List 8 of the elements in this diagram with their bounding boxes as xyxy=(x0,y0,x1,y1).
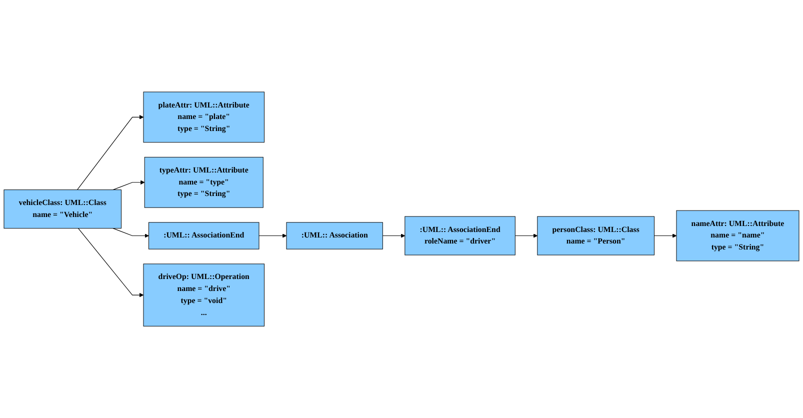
arrow xyxy=(382,234,406,238)
arrow xyxy=(258,234,287,238)
arrow xyxy=(514,234,538,238)
arrow xyxy=(112,228,149,238)
arrow xyxy=(654,234,677,238)
arrow xyxy=(112,180,145,190)
arrow xyxy=(78,228,144,298)
arrow xyxy=(76,114,144,190)
